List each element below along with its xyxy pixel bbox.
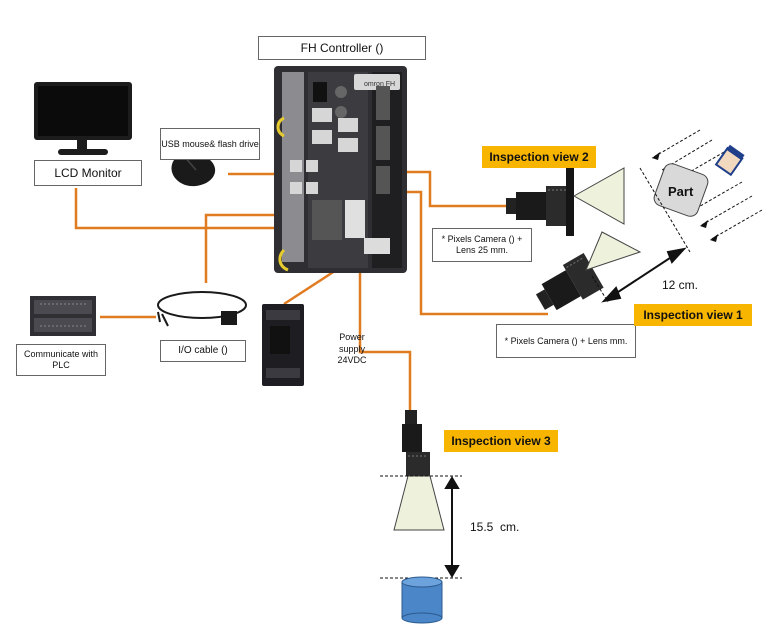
camera-view2 — [506, 168, 574, 236]
camera-view1 — [535, 252, 604, 311]
lcd-monitor-device — [34, 82, 132, 155]
plc-device — [30, 296, 96, 336]
light-source-icon — [714, 144, 745, 177]
field-of-view-1 — [585, 231, 642, 271]
field-of-view-2 — [572, 167, 625, 225]
part-label: Part — [668, 184, 694, 199]
field-of-view-3 — [393, 475, 445, 531]
camera2-label: * Pixels Camera () + Lens 25 mm. — [432, 228, 532, 262]
io-cable-device — [157, 291, 247, 327]
fh-controller — [274, 66, 407, 273]
plc-label: Communicate with PLC — [16, 344, 106, 376]
lcd-monitor-label: LCD Monitor — [34, 160, 142, 186]
part-box — [653, 163, 709, 217]
inspection-view-1-label: Inspection view 1 — [634, 304, 752, 326]
dimension-arrow-view3 — [444, 476, 460, 578]
inspection-target — [401, 576, 443, 624]
part-reference-line — [639, 167, 691, 253]
inspection-view-3-label: Inspection view 3 — [444, 430, 558, 452]
camera1-label: * Pixels Camera () + Lens mm. — [496, 324, 636, 358]
controller-title: FH Controller () — [258, 36, 426, 60]
distance-view3-label: 15.5 cm. — [470, 520, 520, 534]
usb-label: USB mouse& flash drive — [160, 128, 260, 160]
fov1-reference-line — [591, 275, 609, 303]
distance-view1-label: 12 cm. — [662, 278, 699, 292]
inspection-view-2-label: Inspection view 2 — [482, 146, 596, 168]
cable-monitor — [74, 188, 316, 230]
power-supply-device — [262, 304, 304, 386]
controller-logo: omron FH — [364, 81, 395, 88]
dimension-arrow-view1 — [601, 247, 687, 303]
power-supply-label: Power supply 24VDC — [337, 332, 367, 366]
io-cable-label: I/O cable () — [160, 340, 246, 362]
camera-view3 — [402, 410, 430, 476]
cable-camera2 — [385, 170, 506, 208]
